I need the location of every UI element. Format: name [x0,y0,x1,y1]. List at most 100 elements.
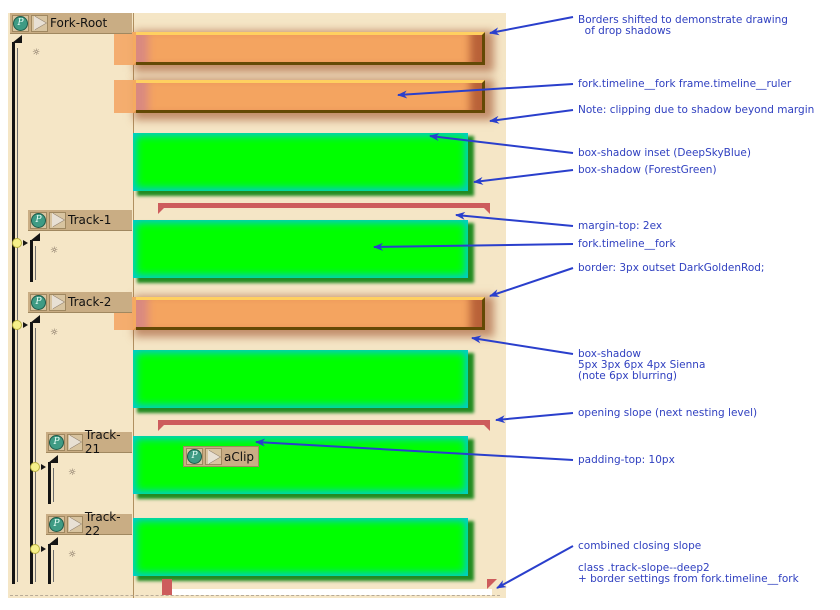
arrow-closing-slope [496,545,574,589]
nesting-rail-track21-inner [53,468,54,502]
annotation-forestgreen-shadow: box-shadow (ForestGreen) [578,164,717,176]
pin-button[interactable]: P [186,448,203,465]
closing-slope-gap [172,589,492,595]
pin-icon: P [31,212,46,228]
annotation-fork: fork.timeline__fork [578,238,676,250]
nesting-rail-track22-inner [53,550,54,582]
annotation-inset-shadow: box-shadow inset (DeepSkyBlue) [578,147,751,159]
nesting-rail-track2 [30,322,33,584]
pin-icon: P [31,294,46,310]
timeline-fork-track1 [133,220,468,278]
play-button[interactable] [205,448,222,465]
play-icon [68,435,81,449]
play-button[interactable] [49,211,66,229]
annotation-borders-shifted: Borders shifted to demonstrate drawing o… [578,14,788,37]
arrow-margin-top [455,211,574,227]
bottom-boundary [10,595,500,596]
nesting-rail-track22 [48,544,51,584]
pin-icon: P [187,449,202,464]
expand-knob[interactable] [12,238,22,248]
timeline-fork-track22 [133,518,468,576]
timeline-ruler-2 [114,80,485,113]
arrow-inset-shadow [429,133,574,154]
arrow-border-outset [489,267,574,297]
knob-arrow-icon [41,464,46,470]
closing-slope-left [162,579,172,595]
nesting-rail-track1-inner [35,246,36,280]
timeline-fork-track2 [133,350,468,408]
play-button[interactable] [31,14,48,32]
pin-button[interactable]: P [48,433,65,451]
arrow-opening-slope [495,412,574,424]
expand-knob[interactable] [30,544,40,554]
clip-label: aClip [224,449,255,464]
arrow-fork-frame-ruler [397,83,574,99]
opening-slope-1 [158,203,490,214]
opening-slope-2 [158,420,490,431]
arrow-clipping [489,109,574,124]
bulb-icon: ☼ [50,328,59,338]
pin-button[interactable]: P [12,14,29,32]
bulb-icon: ☼ [32,48,41,58]
nesting-rail-track21 [48,462,51,504]
track-header-track2[interactable]: P Track-2 [28,292,132,313]
nesting-rail-track2-inner [35,328,36,582]
pin-icon: P [13,15,28,31]
knob-arrow-icon [23,240,28,246]
annotation-sienna-shadow: box-shadow 5px 3px 6px 4px Sienna (note … [578,348,706,382]
knob-arrow-icon [23,322,28,328]
rail-slope-top [30,233,40,241]
play-icon [207,449,220,464]
clip-widget[interactable]: P aClip [183,446,260,467]
pin-button[interactable]: P [30,211,47,229]
nesting-rail-root-inner [17,48,18,582]
nesting-rail-root [12,42,15,584]
play-icon [51,295,64,309]
track-label: Track-22 [84,510,121,538]
knob-arrow-icon [41,546,46,552]
track-header-track1[interactable]: P Track-1 [28,210,132,231]
play-button[interactable] [67,433,83,451]
pin-button[interactable]: P [48,515,65,533]
timeline-fork-root [133,133,468,191]
play-button[interactable] [67,515,83,533]
bulb-icon: ☼ [68,468,77,478]
play-button[interactable] [49,293,66,311]
rail-slope-top [30,315,40,323]
track-header-fork-root[interactable]: P Fork-Root [10,13,132,34]
pin-icon: P [49,434,64,450]
annotation-opening-slope: opening slope (next nesting level) [578,407,758,419]
track-label: Track-21 [84,428,121,456]
expand-knob[interactable] [12,320,22,330]
rail-slope-top [48,537,58,545]
track-label: Track-1 [68,213,112,227]
annotation-padding-top: padding-top: 10px [578,454,675,466]
pin-button[interactable]: P [30,293,47,311]
nesting-rail-track1 [30,240,33,282]
track-label: Track-2 [68,295,112,309]
play-icon [33,16,46,30]
arrow-borders-shifted [489,16,574,36]
arrow-sienna [471,335,574,355]
bulb-icon: ☼ [50,246,59,256]
rail-slope-top [12,35,22,43]
bulb-icon: ☼ [68,550,77,560]
annotation-border-outset: border: 3px outset DarkGoldenRod; [578,262,765,274]
arrow-padding-top [255,438,574,461]
arrow-forestgreen [473,169,574,185]
track-header-track21[interactable]: P Track-21 [46,428,132,456]
track-header-track22[interactable]: P Track-22 [46,510,132,538]
rail-slope-top [48,455,58,463]
track-label: Fork-Root [50,16,108,30]
play-icon [51,213,64,227]
closing-slope-right [487,579,497,589]
expand-knob[interactable] [30,462,40,472]
play-icon [68,517,81,531]
pin-icon: P [49,516,64,532]
annotation-clipping-note: Note: clipping due to shadow beyond marg… [578,104,815,116]
timeline-ruler-1 [114,32,485,65]
arrow-fork [373,242,574,251]
annotation-margin-top: margin-top: 2ex [578,220,663,232]
annotation-fork-frame-ruler: fork.timeline__fork frame.timeline__rule… [578,78,792,90]
